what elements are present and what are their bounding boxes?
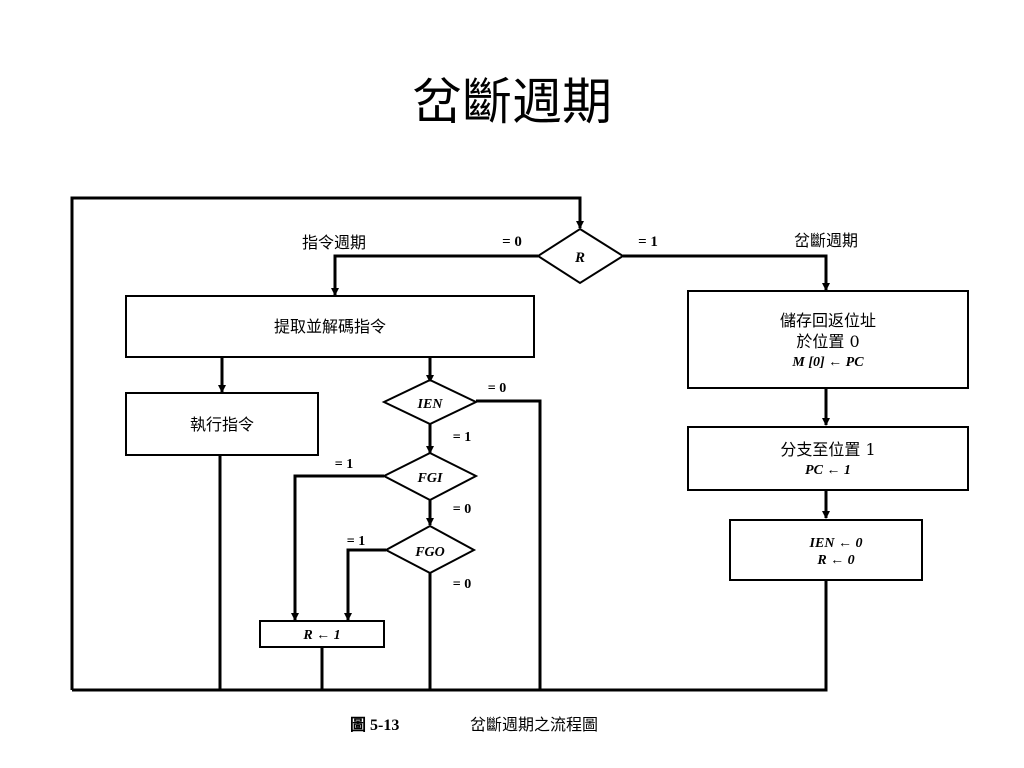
page-title: 岔斷週期 xyxy=(412,73,612,131)
decision-fgi xyxy=(381,451,479,502)
clear-box xyxy=(729,519,923,581)
execute-box xyxy=(125,392,319,456)
store-return-box xyxy=(687,290,969,389)
ien-eq1-label: = 1 xyxy=(453,430,471,445)
fgo-eq1-label: = 1 xyxy=(347,534,365,549)
fgi-eq0-label: = 0 xyxy=(453,502,471,517)
decision-fgo xyxy=(383,524,477,575)
loop-back-line xyxy=(70,196,584,690)
fetch-decode-text: 提取並解碼指令 xyxy=(274,317,386,336)
fgo-one-line xyxy=(344,548,386,621)
decision-ien-label: IEN xyxy=(417,397,444,412)
execute-text: 執行指令 xyxy=(190,415,254,434)
decision-fgo-label: FGO xyxy=(414,545,445,560)
connector-lines xyxy=(70,196,830,692)
decision-ien xyxy=(381,378,479,426)
clear-line-2: R ← 0 xyxy=(816,553,854,568)
caption-number: 圖 5-13 xyxy=(350,716,399,734)
fgi-one-line xyxy=(291,474,384,621)
decision-fgi-label: FGI xyxy=(417,471,443,486)
clear-line-1: IEN ← 0 xyxy=(809,536,863,551)
r-zero-line xyxy=(331,254,538,296)
r-eq0-label: = 0 xyxy=(502,234,522,250)
branch-line-1: 分支至位置 1 xyxy=(780,440,875,459)
set-r-text: R ← 1 xyxy=(302,628,340,643)
ien-eq0-label: = 0 xyxy=(488,381,506,396)
decision-r xyxy=(536,227,625,285)
fetch-decode-box xyxy=(125,295,535,358)
store-return-line-3: M [0] ← PC xyxy=(791,355,864,370)
branch-line-2: PC ← 1 xyxy=(805,463,851,478)
r-eq1-label: = 1 xyxy=(638,234,658,250)
store-return-line-2: 於位置 0 xyxy=(796,332,859,351)
r-one-line xyxy=(623,254,830,291)
caption-text: 岔斷週期之流程圖 xyxy=(470,715,598,734)
fgo-eq0-label: = 0 xyxy=(453,577,471,592)
fgi-eq1-label: = 1 xyxy=(335,457,353,472)
set-r-box xyxy=(259,620,385,648)
store-return-line-1: 儲存回返位址 xyxy=(780,311,876,330)
ien-zero-line xyxy=(476,399,542,690)
instruction-cycle-label: 指令週期 xyxy=(302,233,366,252)
branch-box xyxy=(687,426,969,491)
decision-r-label: R xyxy=(574,250,585,266)
bottom-return-line xyxy=(72,580,828,692)
interrupt-cycle-label: 岔斷週期 xyxy=(794,231,858,250)
